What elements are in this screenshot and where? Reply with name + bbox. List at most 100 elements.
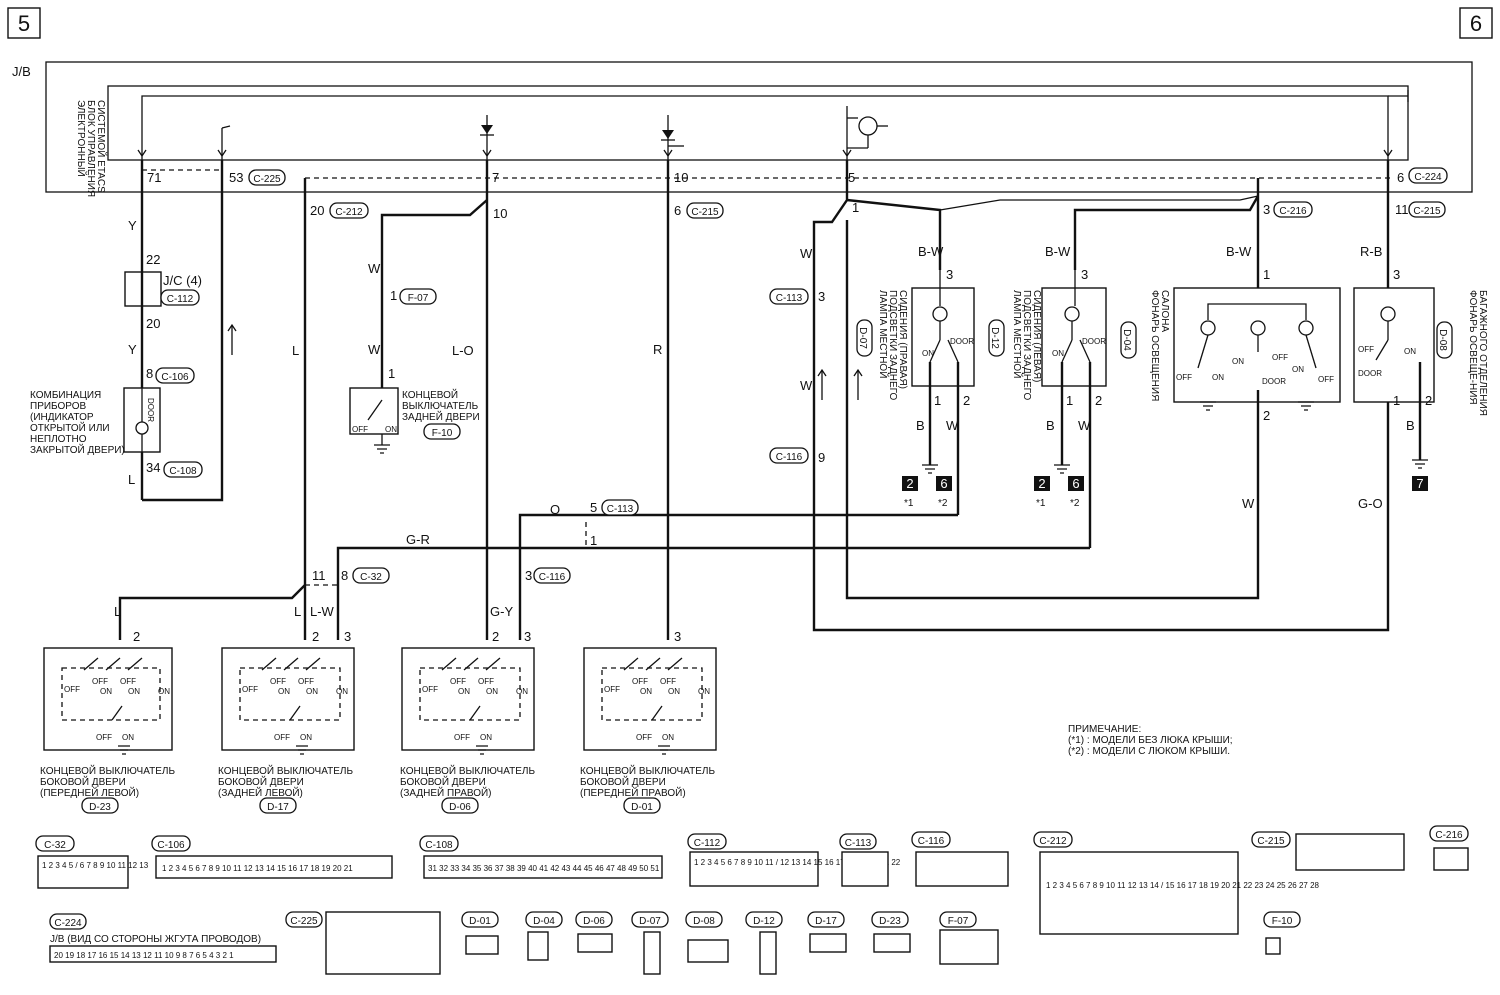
- svg-text:КОНЦЕВОЙ ВЫКЛЮЧАТЕЛЬ: КОНЦЕВОЙ ВЫКЛЮЧАТЕЛЬ: [400, 764, 535, 777]
- svg-text:СИДЕНИЯ (ЛЕВАЯ): СИДЕНИЯ (ЛЕВАЯ): [1031, 290, 1042, 382]
- pin: 3: [946, 267, 953, 282]
- svg-text:ON: ON: [516, 687, 528, 696]
- svg-text:ON: ON: [486, 687, 498, 696]
- jb-label: J/B: [12, 64, 31, 79]
- svg-text:ON: ON: [158, 687, 170, 696]
- rear-door-switch-box: [349, 387, 399, 435]
- svg-text:DOOR: DOOR: [1082, 337, 1106, 346]
- svg-text:ON: ON: [668, 687, 680, 696]
- combination-meter-label: КОМБИНАЦИЯ ПРИБОРОВ (ИНДИКАТОР ОТКРЫТОЙ …: [30, 390, 125, 456]
- ground-icon: [1412, 459, 1428, 469]
- page-number-box-left: [7, 7, 41, 39]
- svg-text:B: B: [1406, 418, 1415, 433]
- svg-text:ФОНАРЬ ОСВЕЩЕ-НИЯ: ФОНАРЬ ОСВЕЩЕ-НИЯ: [1467, 290, 1478, 405]
- svg-text:БОКОВОЙ ДВЕРИ: БОКОВОЙ ДВЕРИ: [580, 775, 666, 788]
- svg-text:B: B: [916, 418, 925, 433]
- svg-text:OFF: OFF: [604, 685, 620, 694]
- wire-label: L: [128, 472, 135, 487]
- connector-c112: C-112: [167, 294, 194, 305]
- wire-label: W: [368, 342, 381, 357]
- connector-c106: C-106: [161, 372, 189, 383]
- rear-seat-lamp-left-box: [1041, 287, 1107, 387]
- wire-label: Y: [128, 218, 137, 233]
- wire-label: L-O: [452, 343, 474, 358]
- connector-tag: [248, 169, 286, 186]
- svg-text:2: 2: [133, 629, 140, 644]
- svg-text:OFF: OFF: [660, 677, 676, 686]
- pin: 3: [818, 289, 825, 304]
- svg-text:ON: ON: [640, 687, 652, 696]
- svg-text:C-212: C-212: [1039, 836, 1067, 847]
- svg-text:ON: ON: [662, 733, 674, 742]
- svg-text:OFF: OFF: [1318, 375, 1334, 384]
- svg-text:ON: ON: [480, 733, 492, 742]
- pin: 22: [146, 252, 160, 267]
- svg-text:БОКОВОЙ ДВЕРИ: БОКОВОЙ ДВЕРИ: [40, 775, 126, 788]
- jb-pin-53: 53: [229, 170, 243, 185]
- wire-O: [518, 513, 958, 640]
- rear-seat-lamp-right-label: ЛАМПА МЕСТНОЙ ПОДСВЕТКИ ЗАДНЕГО СИДЕНИЯ …: [877, 290, 908, 401]
- svg-text:1: 1: [1263, 267, 1270, 282]
- svg-text:OFF: OFF: [454, 733, 470, 742]
- wire-label: Y: [128, 342, 137, 357]
- page-number-right: 6: [1470, 11, 1482, 36]
- svg-text:СИСТЕМОЙ ETACS: СИСТЕМОЙ ETACS: [95, 100, 108, 193]
- svg-text:2: 2: [1095, 393, 1102, 408]
- svg-text:OFF: OFF: [274, 733, 290, 742]
- jb-pin-6: 6: [1397, 170, 1404, 185]
- svg-text:OFF: OFF: [352, 425, 368, 434]
- svg-text:3: 3: [1393, 267, 1400, 282]
- svg-text:OFF: OFF: [1358, 345, 1374, 354]
- svg-text:OFF: OFF: [450, 677, 466, 686]
- pin: 6: [674, 203, 681, 218]
- svg-text:ON: ON: [128, 687, 140, 696]
- svg-text:ЗАКРЫТОЙ ДВЕРИ): ЗАКРЫТОЙ ДВЕРИ): [30, 443, 125, 456]
- wire-label: L: [292, 343, 299, 358]
- wire-W: [380, 199, 488, 390]
- jb-pin-arrows: [137, 149, 1393, 158]
- jb-box: [45, 61, 1473, 193]
- svg-text:ЭЛЕКТРОННЫЙ: ЭЛЕКТРОННЫЙ: [75, 100, 88, 177]
- svg-text:D-17: D-17: [815, 916, 837, 927]
- svg-text:1 2 3 4 5 / 6 7 8 9 10 11 12: 1 2 3 4 5 / 6 7 8 9 10 11 12 13: [42, 861, 149, 870]
- svg-text:1: 1: [1066, 393, 1073, 408]
- svg-text:3: 3: [674, 629, 681, 644]
- room-lamp-label: ФОНАРЬ ОСВЕЩЕНИЯ САЛОНА: [1149, 290, 1170, 401]
- svg-text:B-W: B-W: [1045, 244, 1071, 259]
- svg-text:D-04: D-04: [533, 916, 555, 927]
- svg-text:F-07: F-07: [948, 916, 969, 927]
- connector-d07: D-07: [857, 327, 868, 349]
- svg-text:3: 3: [1081, 267, 1088, 282]
- diode-icon: [480, 115, 494, 160]
- connector-d04: D-04: [1121, 329, 1132, 351]
- svg-text:БОКОВОЙ ДВЕРИ: БОКОВОЙ ДВЕРИ: [218, 775, 304, 788]
- svg-text:КОНЦЕВОЙ: КОНЦЕВОЙ: [402, 388, 458, 401]
- svg-text:C-106: C-106: [157, 840, 185, 851]
- svg-text:ЛАМПА МЕСТНОЙ: ЛАМПА МЕСТНОЙ: [1011, 290, 1024, 378]
- svg-text:ЛАМПА МЕСТНОЙ: ЛАМПА МЕСТНОЙ: [877, 290, 890, 378]
- pin: 1: [388, 366, 395, 381]
- wire-label: W: [800, 378, 813, 393]
- connector-tag: [1408, 167, 1448, 184]
- pin: 9: [818, 450, 825, 465]
- svg-text:2: 2: [312, 629, 319, 644]
- svg-text:ON: ON: [1212, 373, 1224, 382]
- svg-text:J/B (ВИД СО СТОРОНЫ ЖГУТА ПРОВ: J/B (ВИД СО СТОРОНЫ ЖГУТА ПРОВОДОВ): [50, 934, 261, 945]
- svg-text:5: 5: [590, 500, 597, 515]
- svg-text:OFF: OFF: [636, 733, 652, 742]
- transistor-icon: [846, 106, 888, 160]
- svg-text:1: 1: [590, 533, 597, 548]
- jb-pin-10: 10: [674, 170, 688, 185]
- pin: 3: [1263, 202, 1270, 217]
- svg-text:OFF: OFF: [1176, 373, 1192, 382]
- svg-text:*2: *2: [938, 498, 948, 509]
- pin: 8: [146, 366, 153, 381]
- svg-text:OFF: OFF: [242, 685, 258, 694]
- trunk-lamp-label: ФОНАРЬ ОСВЕЩЕ-НИЯ БАГАЖНОГО ОТДЕЛЕНИЯ: [1467, 290, 1488, 416]
- wire-W: [845, 220, 1260, 600]
- svg-text:БОКОВОЙ ДВЕРИ: БОКОВОЙ ДВЕРИ: [400, 775, 486, 788]
- svg-text:C-225: C-225: [290, 916, 318, 927]
- svg-text:7: 7: [1416, 476, 1423, 491]
- svg-text:F-10: F-10: [1272, 916, 1293, 927]
